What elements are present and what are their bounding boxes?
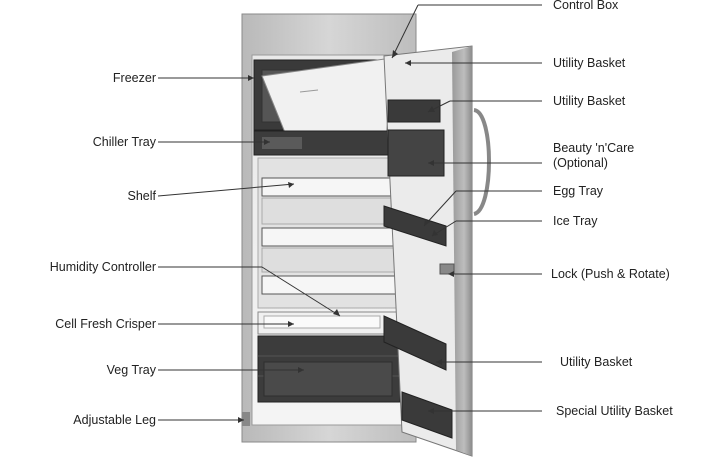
crisper-and-veg-tray <box>257 311 401 403</box>
label-utility-basket-1: Utility Basket <box>553 56 626 70</box>
refrigerator-illustration <box>241 13 491 457</box>
label-beauty-care-line2: (Optional) <box>553 156 608 170</box>
freezer-compartment <box>253 57 405 143</box>
shelves <box>257 157 401 309</box>
label-cell-fresh-crisper: Cell Fresh Crisper <box>55 317 156 331</box>
arrowheads <box>238 50 454 423</box>
label-freezer: Freezer <box>113 71 156 85</box>
label-lock: Lock (Push & Rotate) <box>551 267 670 281</box>
label-veg-tray: Veg Tray <box>107 363 157 377</box>
label-egg-tray: Egg Tray <box>553 184 604 198</box>
label-humidity-controller: Humidity Controller <box>50 260 156 274</box>
label-utility-basket-2: Utility Basket <box>553 94 626 108</box>
open-door <box>383 45 491 457</box>
leg <box>242 412 250 426</box>
label-ice-tray: Ice Tray <box>553 214 598 228</box>
chiller-tray <box>253 130 405 156</box>
label-special-utility-basket: Special Utility Basket <box>556 404 673 418</box>
label-shelf: Shelf <box>128 189 157 203</box>
label-control-box: Control Box <box>553 0 619 12</box>
label-adjustable-leg: Adjustable Leg <box>73 413 156 427</box>
label-utility-basket-3: Utility Basket <box>560 355 633 369</box>
label-chiller-tray: Chiller Tray <box>93 135 157 149</box>
label-beauty-care-line1: Beauty 'n'Care <box>553 141 634 155</box>
leader-lines <box>157 4 542 421</box>
